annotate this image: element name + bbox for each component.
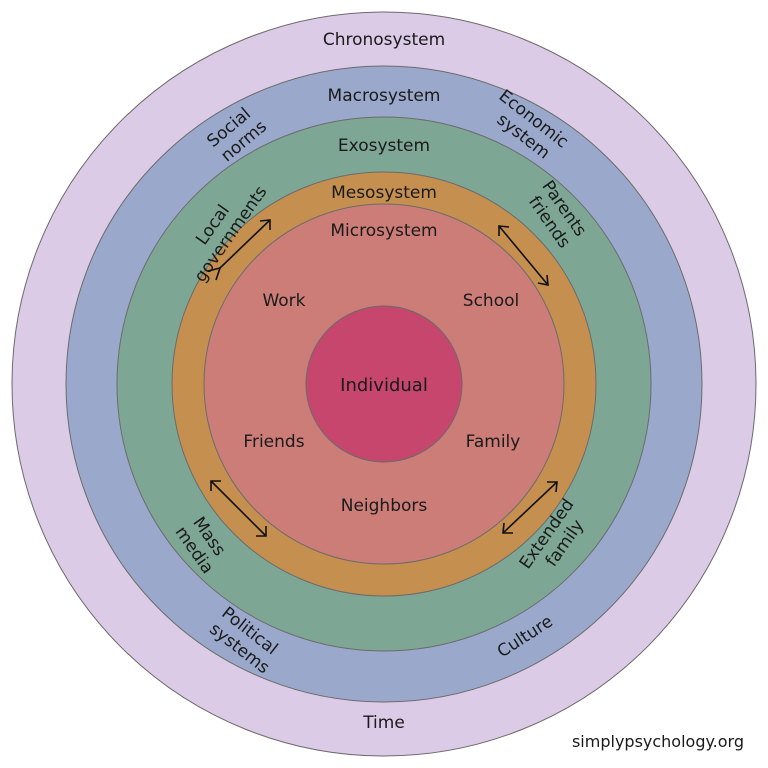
- individual-circle: [305, 305, 463, 463]
- macrosystem-title: Macrosystem: [328, 86, 441, 106]
- arrow-top-left: [207, 219, 271, 281]
- friends-label: Friends: [243, 432, 304, 452]
- arrow-bottom-left: [210, 480, 267, 537]
- arrow-top-right: [498, 225, 549, 286]
- mesosystem-title: Mesosystem: [331, 183, 437, 203]
- school-label: School: [463, 291, 519, 311]
- microsystem-title: Microsystem: [330, 221, 437, 241]
- individual-label: Individual: [340, 375, 428, 396]
- chronosystem-time-label: Time: [362, 713, 405, 733]
- work-label: Work: [262, 291, 305, 311]
- arrow-bottom-right: [502, 481, 558, 534]
- family-label: Family: [466, 432, 521, 452]
- source-credit: simplypsychology.org: [572, 732, 744, 751]
- chronosystem-title: Chronosystem: [323, 30, 445, 50]
- neighbors-label: Neighbors: [341, 496, 428, 516]
- exosystem-title: Exosystem: [338, 136, 430, 156]
